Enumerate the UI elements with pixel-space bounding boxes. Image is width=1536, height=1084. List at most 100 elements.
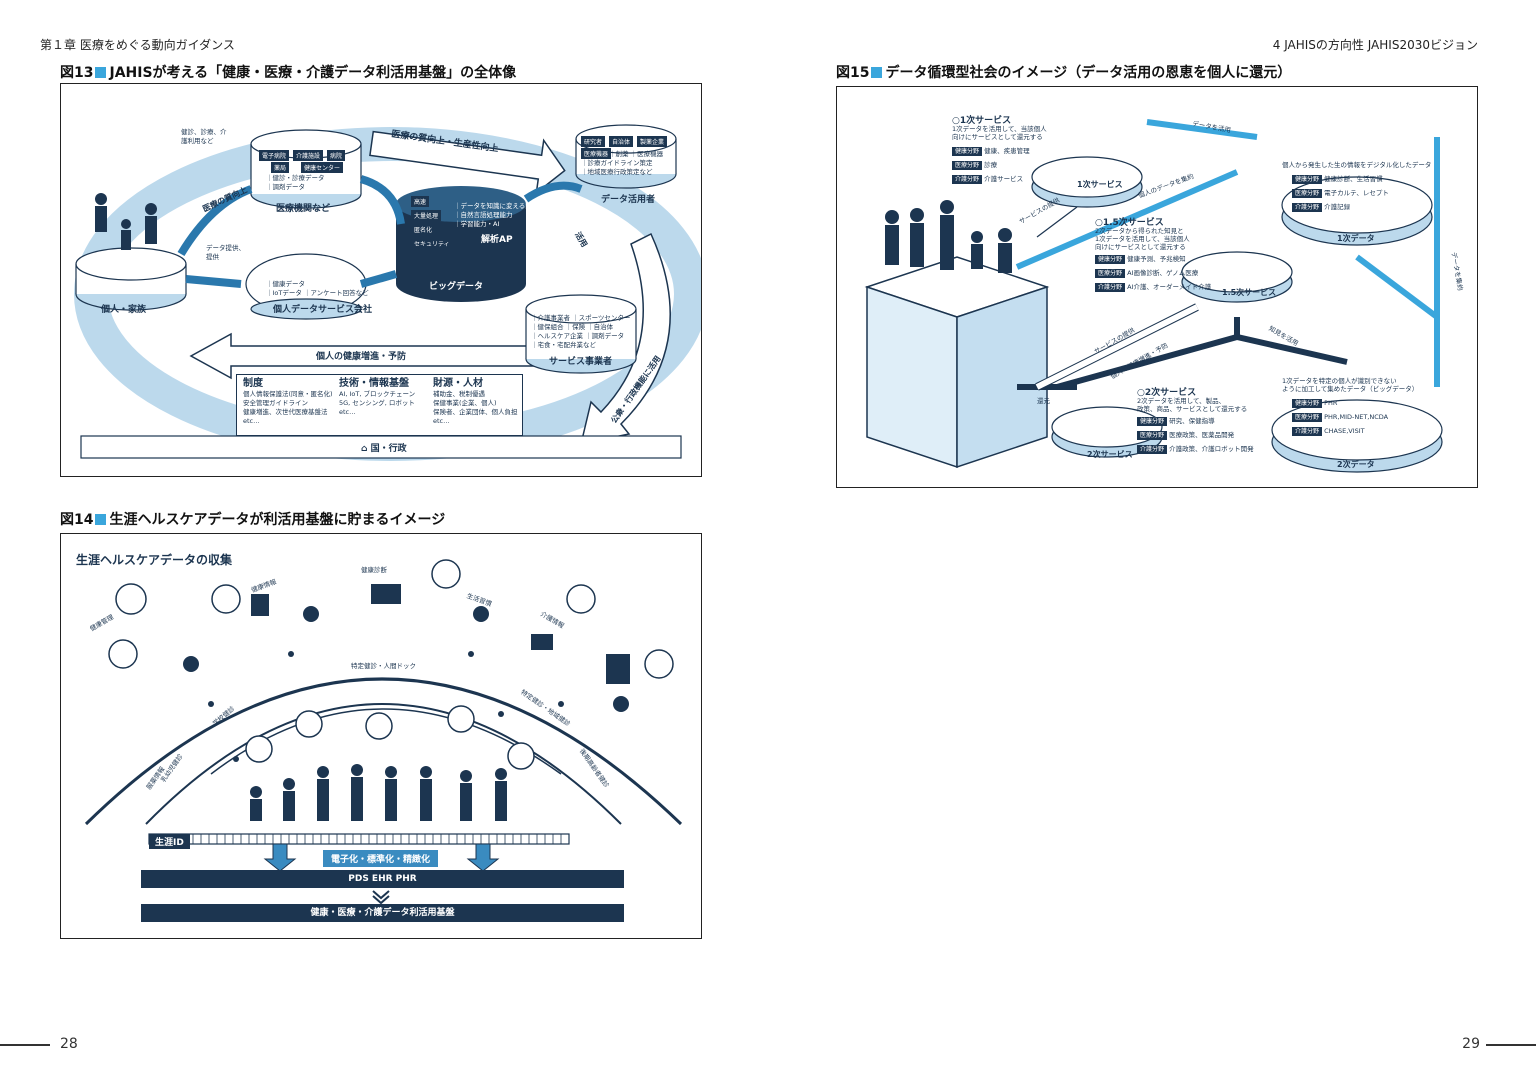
s2-row: 介護分野 介護政策、介護ロボット開発: [1137, 445, 1254, 454]
d1-row-tag: 医療分野: [1292, 189, 1323, 198]
individual-bubble: 健診、診療、介護利用など: [181, 128, 227, 145]
s15-row-text: AI介護、オーダーメイド介護: [1127, 283, 1212, 291]
institution-column: 制度 個人情報保護法(同意・匿名化) 安全管理ガイドライン 健康増進、次世代医療…: [243, 379, 333, 426]
s2-row-tag: 医療分野: [1137, 431, 1168, 440]
s15-row-tag: 医療分野: [1095, 269, 1126, 278]
s15-row: 健康分野 健康予測、予兆検知: [1095, 255, 1186, 264]
medical-tag: 病院: [327, 150, 346, 161]
d2-row-tag: 介護分野: [1292, 427, 1323, 436]
finance-line: 保健事業(企業、個人): [433, 399, 497, 407]
bigdata-tag: 大量処理: [411, 210, 442, 221]
institution-line: 安全管理ガイドライン: [243, 399, 308, 407]
medical-line: ｜調剤データ: [266, 183, 305, 191]
d2-desc: ように加工して集めたデータ（ビッグデータ）: [1282, 385, 1419, 393]
page-rule-right: [1486, 1044, 1536, 1046]
individual-title: 個人・家族: [101, 305, 147, 315]
bigdata-tag: セキュリティ: [411, 238, 453, 249]
bigdata-ap-label: 解析AP: [481, 235, 513, 245]
s2-row-text: 介護政策、介護ロボット開発: [1169, 445, 1254, 453]
service-provider-line: ｜宅食・宅配弁業など: [531, 341, 596, 349]
personal-service-line: ｜健康データ: [266, 280, 305, 288]
s2-disk-label: 2次サービス: [1087, 450, 1133, 459]
s2-title: ○2次サービス: [1137, 388, 1197, 398]
finance-line: etc…: [433, 417, 450, 425]
institution-head: 制度: [243, 378, 263, 389]
s1-row-tag: 介護分野: [952, 175, 983, 184]
inner-label: 特定健診・人間ドック: [351, 662, 416, 670]
title-square-icon: [95, 67, 107, 78]
d1-row: 介護分野 介護記録: [1292, 203, 1350, 212]
fig13-number: 図13: [60, 65, 94, 81]
s15-title: ○1.5次サービス: [1095, 218, 1164, 228]
d1-row: 健康分野 健康診断、生活習慣: [1292, 175, 1383, 184]
finance-line: 保険者、企業団体、個人負担: [433, 408, 518, 416]
service-provider-title: サービス事業者: [549, 357, 613, 367]
data-user-line: ｜創薬 ｜医療機器: [609, 150, 664, 158]
data-user-tag: 自治体: [609, 136, 634, 147]
s2-row-tag: 健康分野: [1137, 417, 1168, 426]
finance-line: 補助金、税制優遇: [433, 390, 485, 398]
bigdata-line: ｜自然言語処理能力: [454, 211, 513, 219]
d2-desc: 1次データを特定の個人が識別できない: [1282, 377, 1397, 385]
data-user-line: ｜診療ガイドライン策定: [581, 159, 653, 167]
medical-line: ｜健診・診療データ: [266, 174, 325, 182]
fig13-title-text: JAHISが考える「健康・医療・介護データ利活用基盤」の全体像: [109, 65, 517, 81]
d2-row: 医療分野 PHR,MID-NET,NCDA: [1292, 413, 1388, 422]
institution-line: etc…: [243, 417, 260, 425]
d1-row-tag: 健康分野: [1292, 175, 1323, 184]
d2-row-tag: 健康分野: [1292, 399, 1323, 408]
page-number-right: 29: [1462, 1036, 1480, 1052]
personal-service-line: ｜IoTデータ ｜アンケート回答など: [266, 289, 369, 297]
s2-row-text: 研究、保健指導: [1169, 417, 1215, 425]
fig14-heading: 生涯ヘルスケアデータの収集: [76, 553, 233, 567]
title-square-icon: [95, 514, 107, 525]
s15-disk-label: 1.5次サービス: [1222, 288, 1277, 297]
s2-row-text: 医療政策、医薬品開発: [1169, 431, 1235, 439]
s1-row-text: 介護サービス: [984, 175, 1024, 183]
d2-row-tag: 医療分野: [1292, 413, 1323, 422]
finance-column: 財源・人材 補助金、税制優遇 保健事業(企業、個人) 保険者、企業団体、個人負担…: [433, 379, 521, 426]
technology-line: 5G, センシング, ロボット: [339, 399, 415, 407]
section-header: 4 JAHISの方向性 JAHIS2030ビジョン: [1272, 38, 1478, 52]
fig15-diagram: ○1次サービス 1次データを活用して、当該個人 向けにサービスとして還元する 健…: [836, 86, 1478, 488]
fig14-graphic: [84, 559, 683, 905]
service-provider-line: ｜健保組合 ｜保険 ｜自治体: [531, 323, 614, 331]
government-text: 国・行政: [370, 444, 407, 454]
s15-row: 医療分野 AI画像診断、ゲノム医療: [1095, 269, 1198, 278]
d1-row-text: 健康診断、生活習慣: [1324, 175, 1383, 183]
d2-row-text: CHASE,VISIT: [1324, 427, 1365, 435]
data-user-tag: 研究者: [581, 136, 606, 147]
process-label: 電子化・標準化・精緻化: [323, 850, 439, 867]
data-user-tag: 製薬企業: [637, 136, 668, 147]
foundation-box: 制度 個人情報保護法(同意・匿名化) 安全管理ガイドライン 健康増進、次世代医療…: [236, 374, 523, 436]
d1-row: 医療分野 電子カルテ、レセプト: [1292, 189, 1389, 198]
s15-row: 介護分野 AI介護、オーダーメイド介護: [1095, 283, 1211, 292]
s1-row: 介護分野 介護サービス: [952, 175, 1023, 184]
s1-row: 医療分野 診療: [952, 161, 997, 170]
d1-desc: 個人から発生した生の情報をデジタル化したデータ: [1282, 161, 1432, 169]
s1-title: ○1次サービス: [952, 116, 1012, 126]
d1-row-text: 介護記録: [1324, 203, 1351, 211]
service-provider-line: ｜介護事業者 ｜スポーツセンター: [531, 314, 631, 322]
service-provider-line: ｜ヘルスケア企業 ｜調剤データ: [531, 332, 625, 340]
data-user-title: データ活用者: [601, 195, 656, 205]
s2-row-tag: 介護分野: [1137, 445, 1168, 454]
data-user-tag: 医療機器: [581, 148, 612, 159]
bigdata-line: ｜学習能力・AI: [454, 220, 500, 228]
s2-row: 医療分野 医療政策、医薬品開発: [1137, 431, 1234, 440]
outer-label: 健康診断: [361, 566, 387, 574]
d2-disk-label: 2次データ: [1337, 460, 1375, 469]
finance-head: 財源・人材: [433, 378, 483, 389]
fig14-diagram: 生涯ヘルスケアデータの収集 健康管理 健康情報 健康診断 生活習慣 介護情報 服…: [60, 533, 702, 939]
bigdata-tag: 匿名化: [411, 224, 436, 235]
s1-desc: 向けにサービスとして還元する: [952, 133, 1043, 141]
individual-bubble: データ提供、提供: [206, 244, 245, 261]
s1-row-tag: 医療分野: [952, 161, 983, 170]
s1-desc: 1次データを活用して、当該個人: [952, 125, 1047, 133]
s15-row-tag: 健康分野: [1095, 255, 1126, 264]
d1-row-text: 電子カルテ、レセプト: [1324, 189, 1389, 197]
medical-tag: 薬局: [271, 162, 290, 173]
technology-line: AI, IoT, ブロックチェーン: [339, 390, 416, 398]
